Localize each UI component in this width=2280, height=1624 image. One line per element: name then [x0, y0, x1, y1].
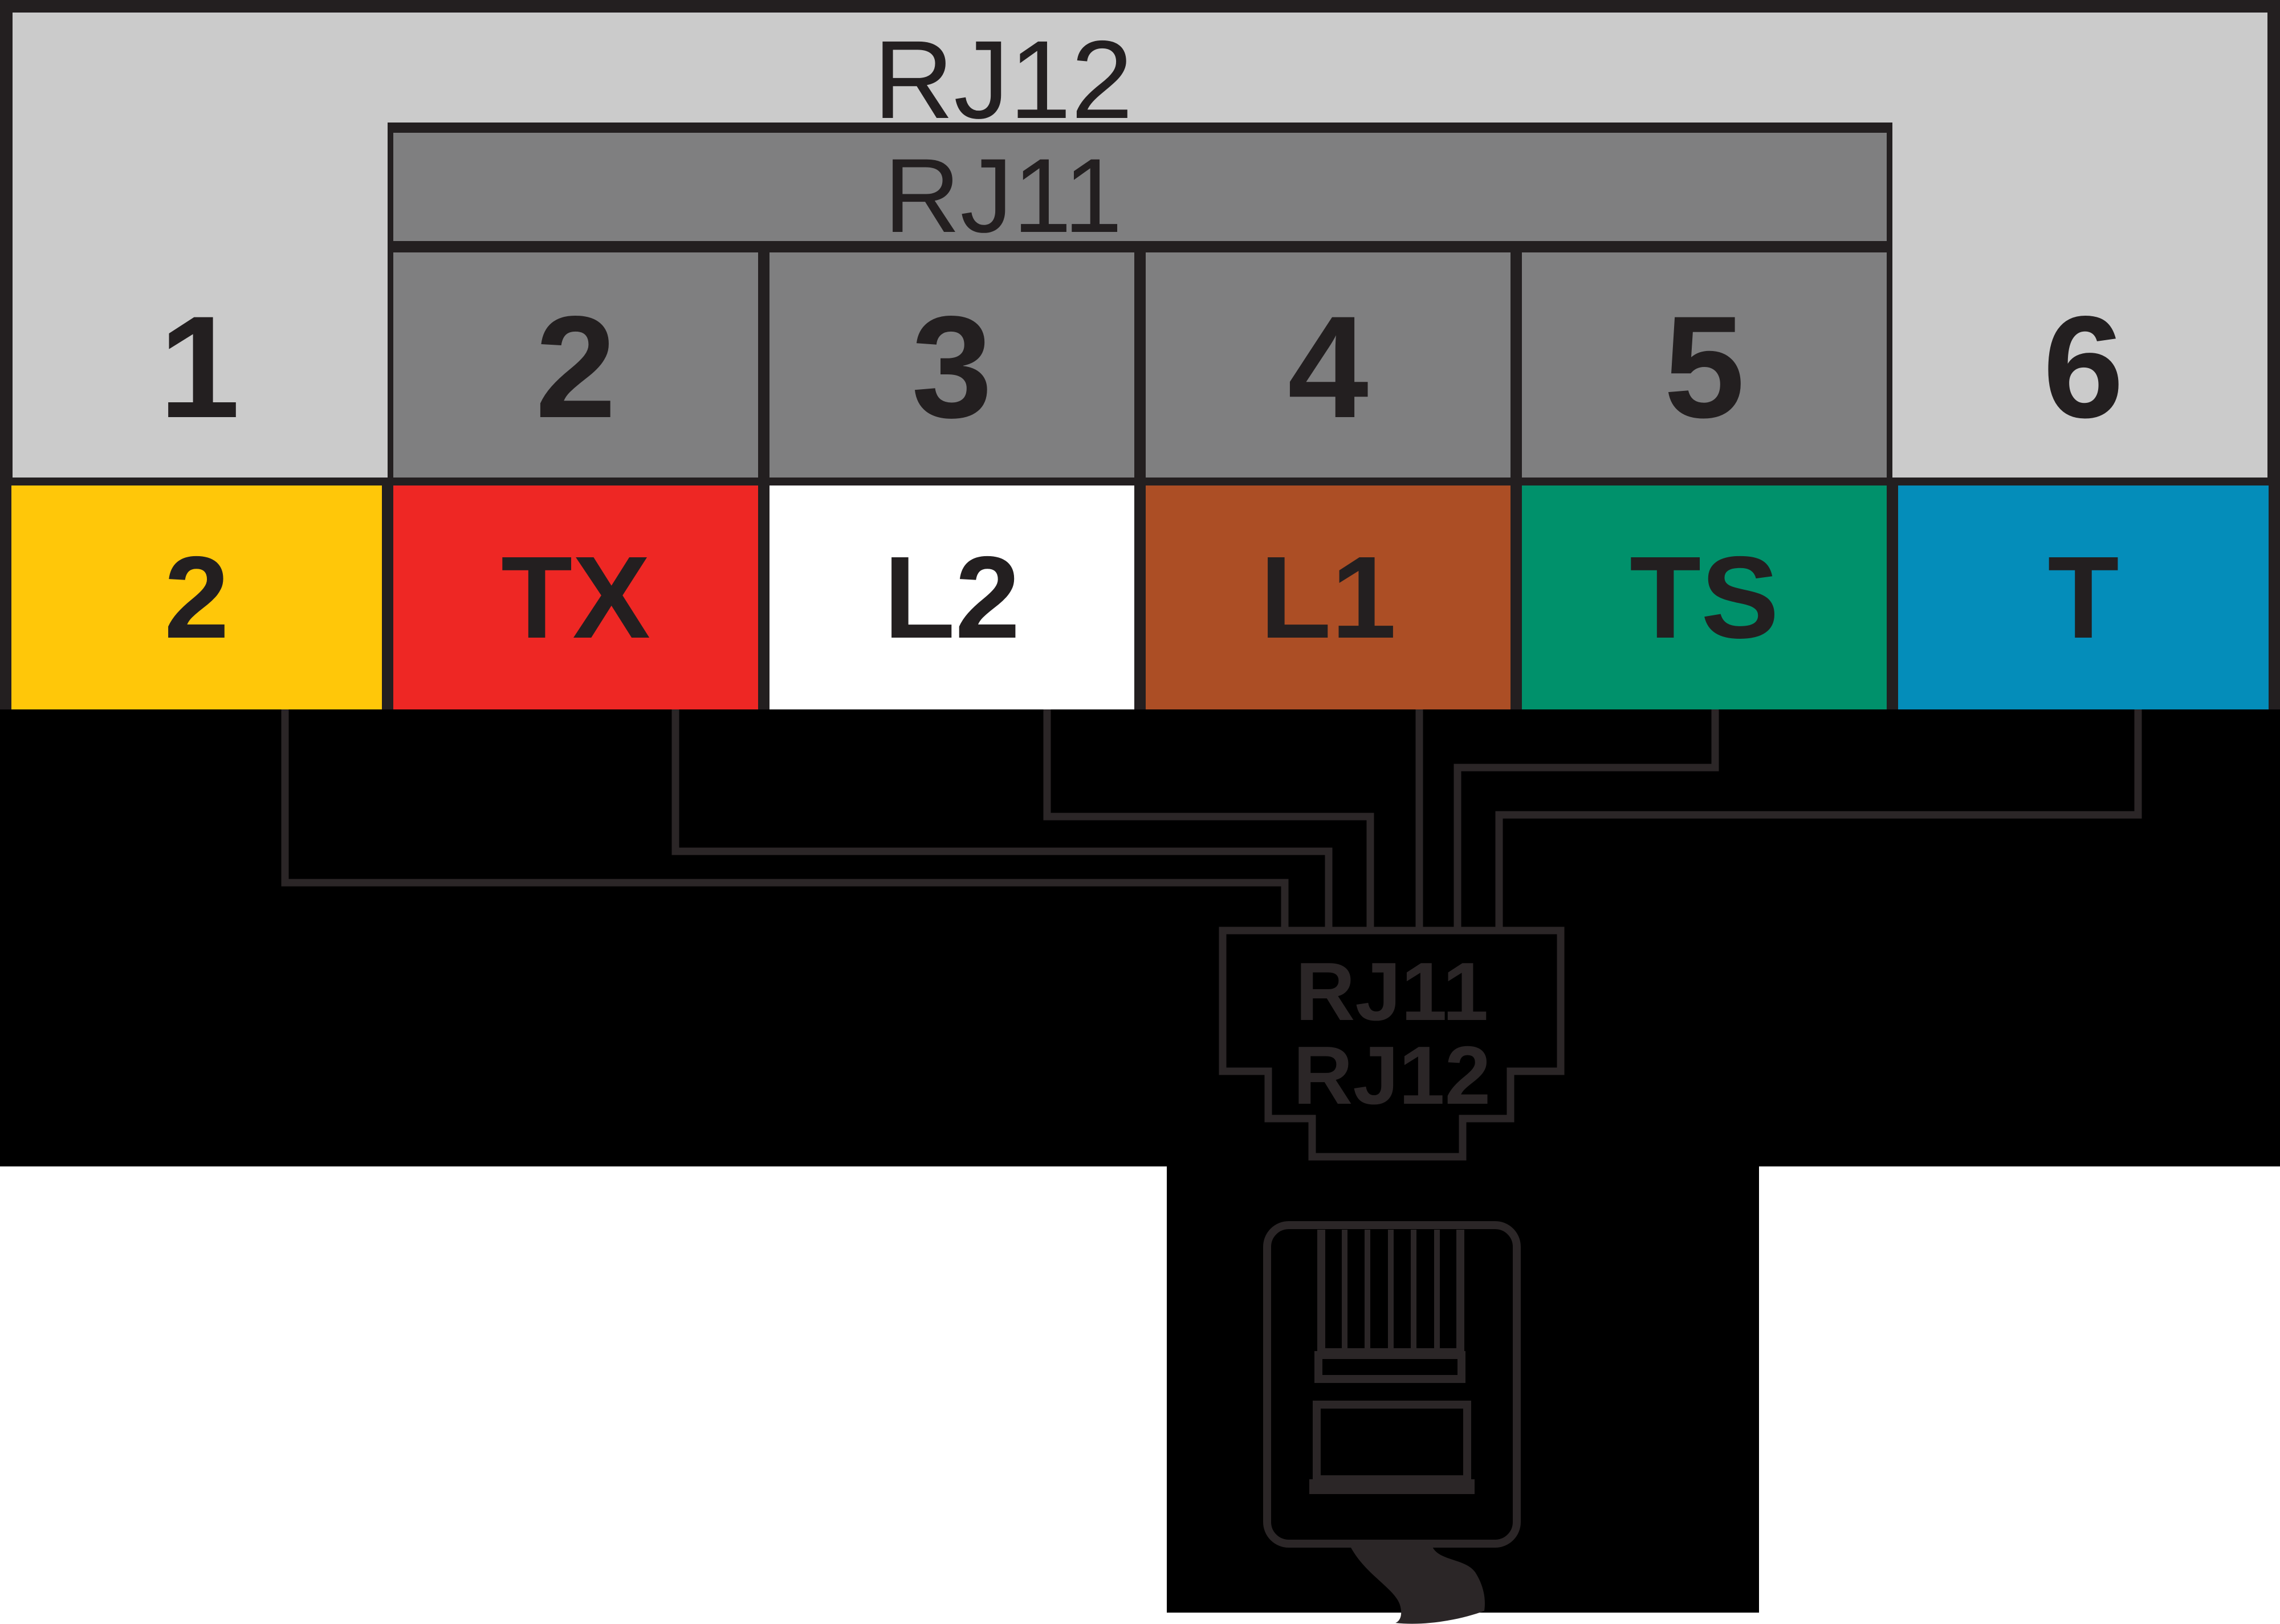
jack-callout-line2: RJ12 [1293, 1029, 1491, 1121]
trace-pin1-yellow [281, 709, 1289, 931]
jack-callout: RJ11 RJ12 [1293, 945, 1491, 1121]
pin-number-1: 1 [159, 286, 240, 448]
connector-map-panel: RJ12 RJ11 1 2 3 4 5 6 2 TX L2 L1 TS T [0, 0, 2280, 709]
jack-callout-line1: RJ11 [1296, 945, 1489, 1038]
pin4-cell [1146, 252, 1510, 478]
jack-outline [1219, 927, 1565, 1161]
signal-cell-yellow: 2 [11, 485, 382, 709]
trace-pin2-red [671, 709, 1333, 931]
black-panels [0, 709, 2280, 1613]
pin-number-2: 2 [535, 286, 616, 448]
pin-number-5: 5 [1664, 286, 1745, 448]
signal-cell-blue: T [1898, 485, 2269, 709]
signal-cell-red: TX [393, 485, 758, 709]
wire-traces [281, 709, 2142, 931]
pin-number-6: 6 [2043, 286, 2124, 448]
pin3-cell [769, 252, 1134, 478]
signal-cell-brown: L1 [1146, 485, 1510, 709]
plug-body [1263, 1221, 1521, 1548]
rj12-label: RJ12 [873, 18, 1133, 142]
plug-window-bottom-bar [1309, 1479, 1475, 1494]
rj11-label: RJ11 [883, 137, 1123, 255]
trace-pin6-blue [1495, 709, 2142, 931]
wiring-diagram: RJ11 RJ12 [0, 709, 2280, 1624]
trace-pin5-green [1453, 709, 1719, 931]
wiring-panel-background [0, 709, 2280, 1166]
plug-filled-details [1309, 1479, 1485, 1624]
pin2-cell [393, 252, 758, 478]
rj11-label-strip [393, 133, 1887, 241]
jack-outline-group [1219, 927, 1565, 1161]
pin-number-4: 4 [1288, 286, 1369, 448]
plug-drawing [1263, 1221, 1521, 1548]
plug-contact-bar [1314, 1351, 1465, 1383]
signal-cell-green: TS [1522, 485, 1887, 709]
pin5-cell [1522, 252, 1887, 478]
signal-cell-white: L2 [769, 485, 1134, 709]
plug-cable [1350, 1545, 1485, 1624]
trace-pin3-white [1043, 709, 1374, 931]
pin-number-3: 3 [911, 286, 992, 448]
